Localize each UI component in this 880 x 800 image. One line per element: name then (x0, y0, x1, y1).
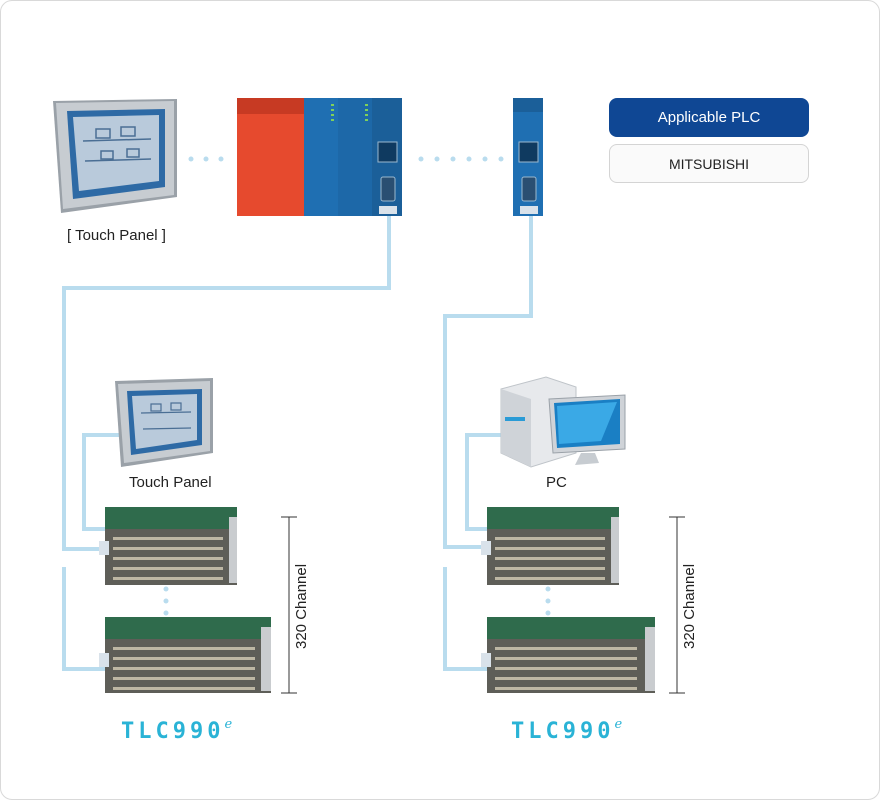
pc-label: PC (546, 474, 567, 491)
logo-mark-left: e (224, 717, 233, 732)
cable-plc-right (443, 213, 533, 549)
touch-panel-label: Touch Panel (129, 474, 212, 491)
cable-pc (465, 433, 503, 531)
logo-text-right: TLC990 (511, 719, 615, 744)
tlc-rack-right-bottom (481, 617, 655, 693)
tlc-rack-left-bottom (99, 617, 271, 693)
cable-lines (62, 213, 533, 671)
logo-text-left: TLC990 (121, 719, 225, 744)
plc-brand-box: MITSUBISHI (609, 144, 809, 183)
tlc990-logo-right: TLC990e (511, 717, 622, 744)
channel-label-right: 320 Channel (681, 563, 698, 649)
plc-rack (237, 98, 402, 216)
touch-panel-top-label: [ Touch Panel ] (67, 227, 166, 244)
cable-plc-left (62, 213, 391, 551)
tlc-rack-left-top (99, 507, 237, 585)
channel-bracket-left (281, 516, 297, 694)
channel-bracket-right (669, 516, 685, 694)
touch-panel-top-device (53, 99, 177, 213)
logo-mark-right: e (614, 717, 623, 732)
cable-left-lower (62, 567, 111, 671)
tlc-rack-right-top (481, 507, 619, 585)
cable-right-lower (443, 567, 489, 671)
channel-label-left: 320 Channel (293, 563, 310, 649)
tlc990-logo-left: TLC990e (121, 717, 232, 744)
dotted-connectors (163, 156, 551, 616)
touch-panel-device (115, 378, 213, 467)
plc-comm-module (513, 98, 543, 216)
cable-touch-panel (82, 433, 121, 531)
applicable-plc-heading: Applicable PLC (609, 98, 809, 137)
pc-device (500, 376, 626, 468)
